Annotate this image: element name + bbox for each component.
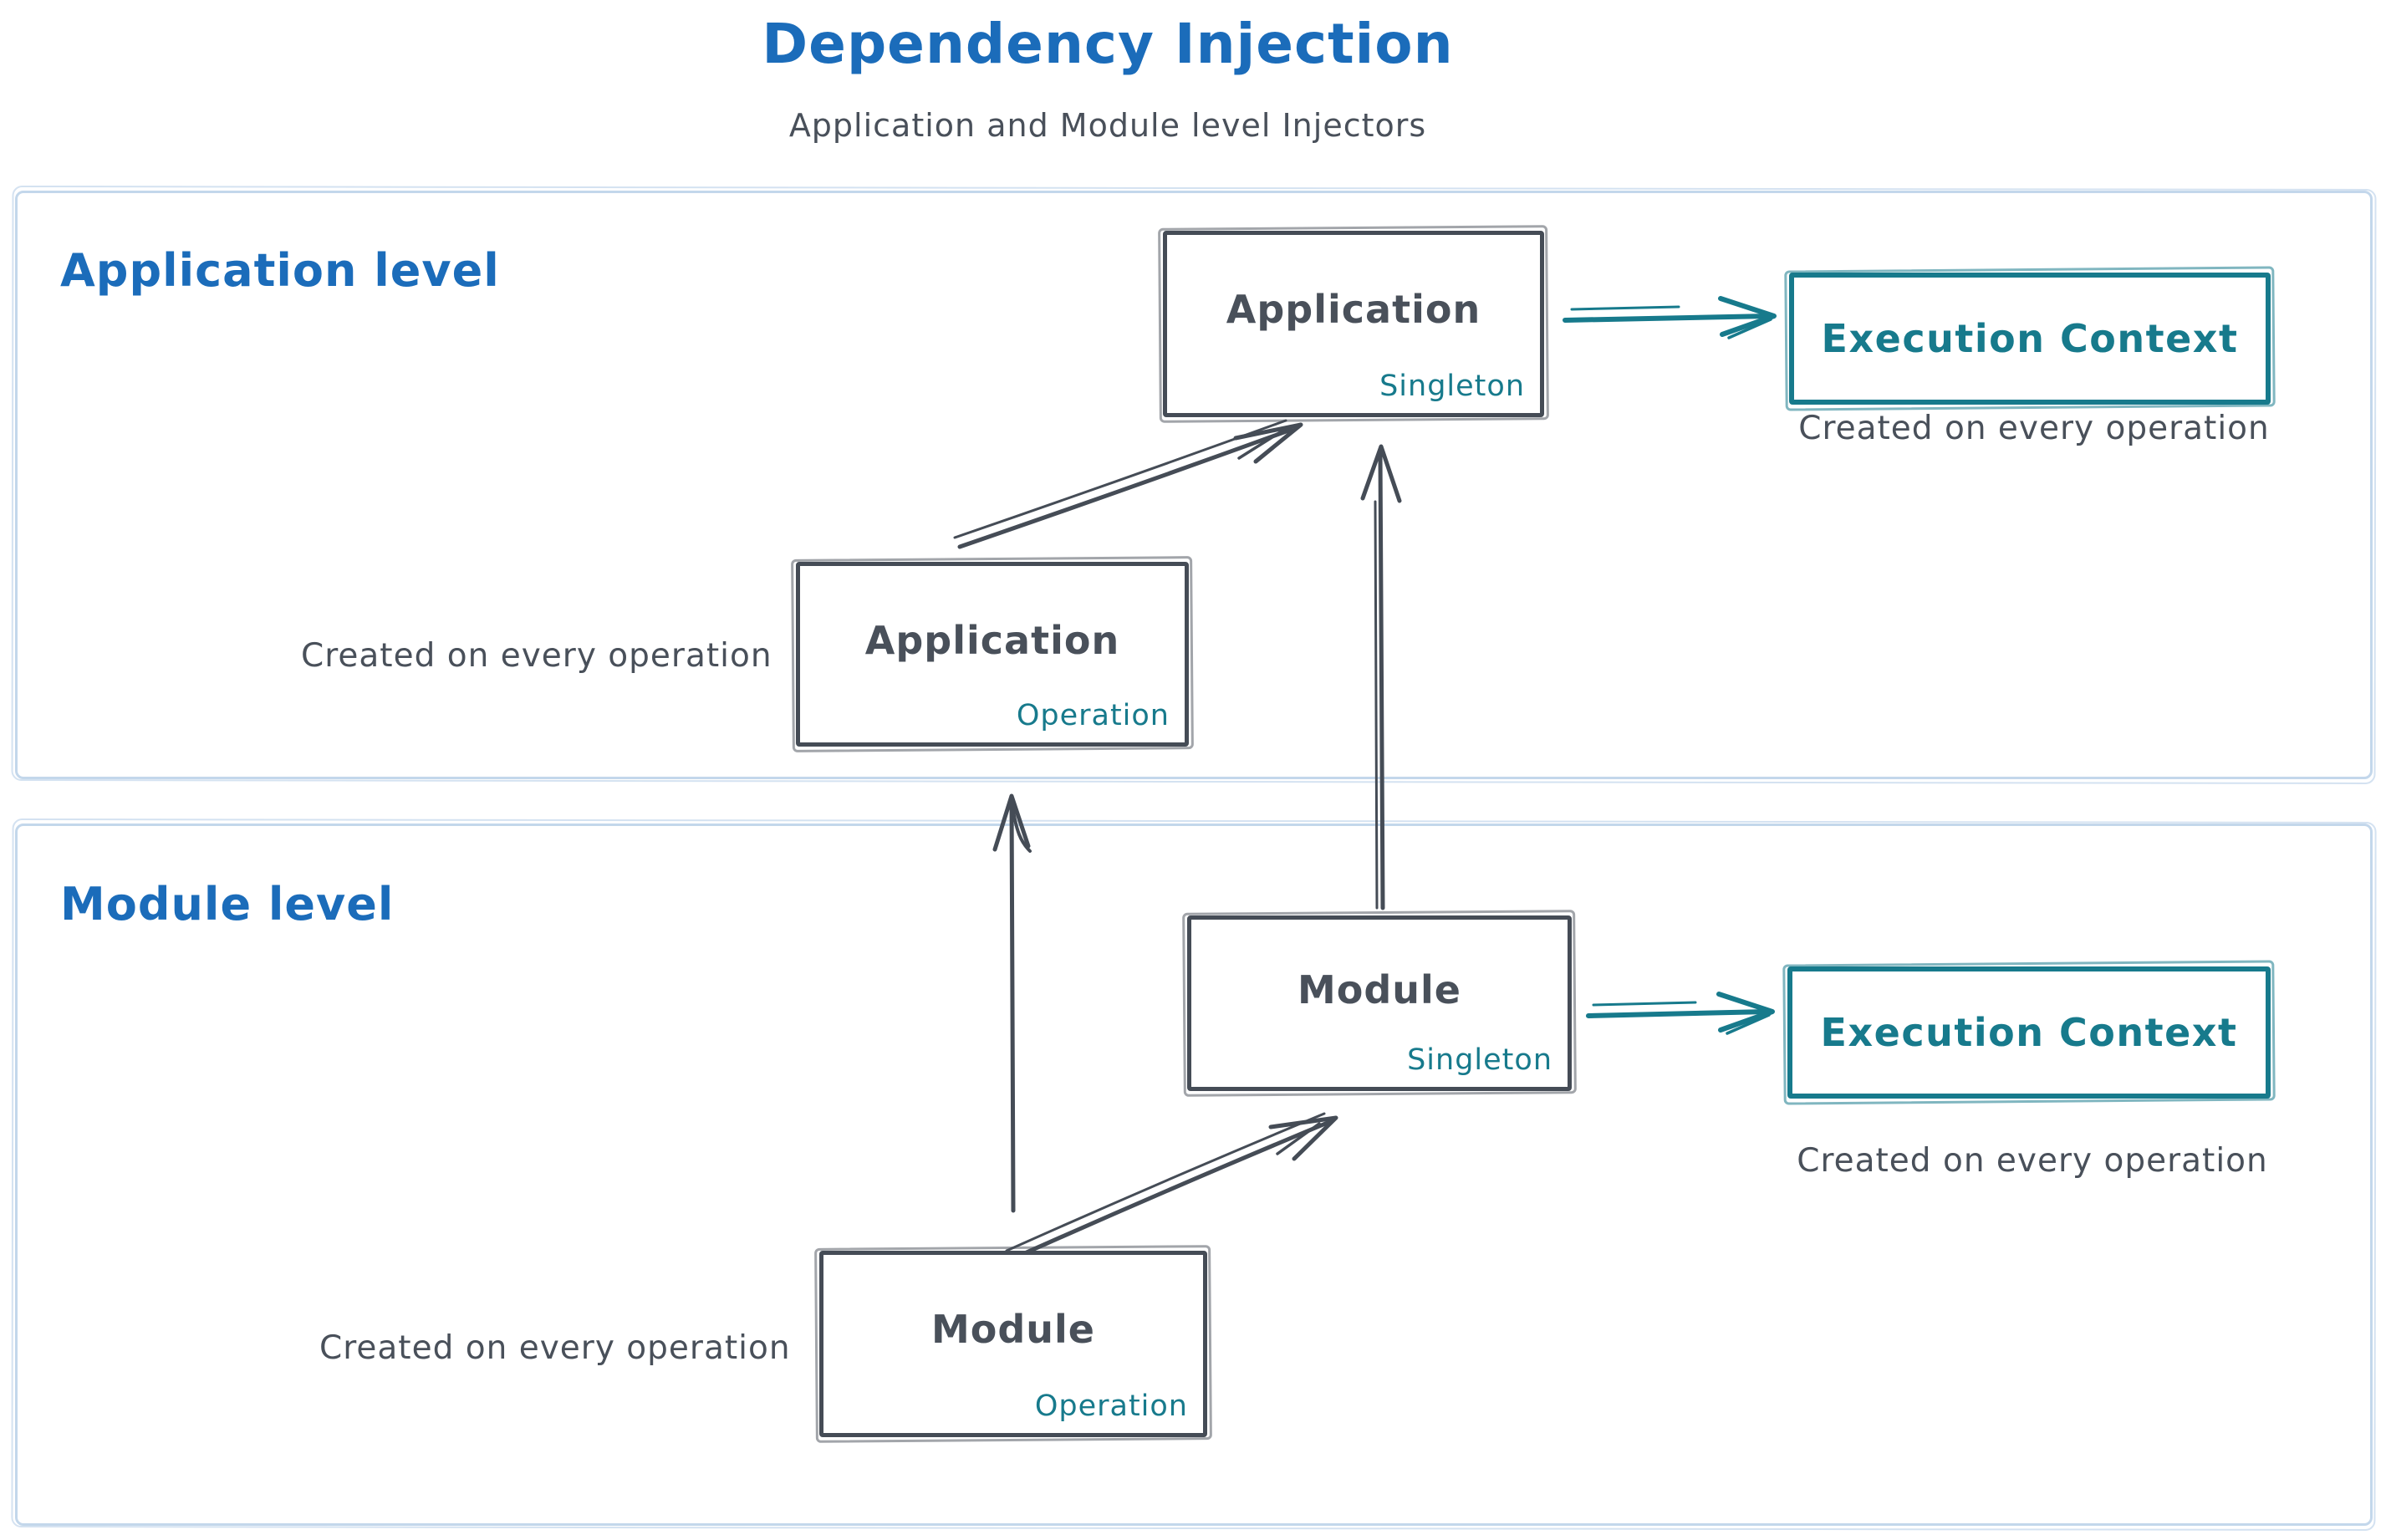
module-operation-scope: Operation <box>1034 1390 1188 1423</box>
module-operation-caption: Created on every operation <box>319 1329 791 1367</box>
app-operation-box: Application Operation <box>796 562 1189 747</box>
app-operation-caption: Created on every operation <box>301 637 772 675</box>
module-execution-context-caption: Created on every operation <box>1797 1142 2268 1180</box>
module-singleton-scope: Singleton <box>1407 1043 1552 1077</box>
diagram-subtitle: Application and Module level Injectors <box>788 107 1427 144</box>
app-execution-context-caption: Created on every operation <box>1798 410 2270 447</box>
app-singleton-box: Application Singleton <box>1163 231 1544 417</box>
module-execution-context-box: Execution Context <box>1787 966 2271 1099</box>
diagram-title: Dependency Injection <box>762 12 1454 76</box>
module-singleton-box: Module Singleton <box>1187 915 1572 1091</box>
module-level-label: Module level <box>60 878 395 931</box>
module-operation-box: Module Operation <box>819 1251 1207 1437</box>
app-execution-context-label: Execution Context <box>1821 316 2239 361</box>
application-level-label: Application level <box>60 244 500 297</box>
module-singleton-name: Module <box>1297 967 1462 1012</box>
app-operation-scope: Operation <box>1016 699 1170 732</box>
app-execution-context-box: Execution Context <box>1789 273 2271 405</box>
app-operation-name: Application <box>864 617 1120 663</box>
module-operation-name: Module <box>930 1307 1096 1353</box>
app-singleton-scope: Singleton <box>1379 370 1525 403</box>
module-execution-context-label: Execution Context <box>1820 1010 2238 1055</box>
app-singleton-name: Application <box>1226 287 1481 333</box>
